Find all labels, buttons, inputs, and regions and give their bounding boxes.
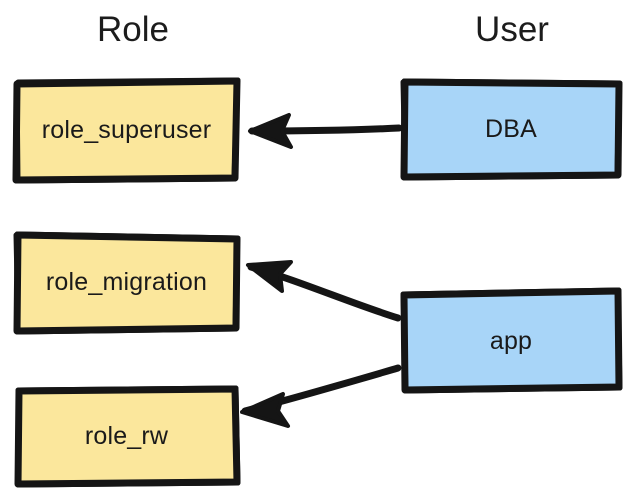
edge-dba-to-role-superuser xyxy=(248,113,403,149)
edge-app-to-role-migration xyxy=(246,260,402,322)
node-user-app[interactable]: app xyxy=(400,287,623,395)
column-header-role: Role xyxy=(97,10,169,49)
edge-app-to-role-rw xyxy=(240,364,402,428)
node-shape-role-migration xyxy=(13,231,241,335)
node-shape-role-rw xyxy=(14,385,241,488)
node-role-superuser[interactable]: role_superuser xyxy=(12,77,241,184)
node-shape-role-superuser xyxy=(12,77,241,184)
node-shape-app xyxy=(400,287,623,394)
column-header-user: User xyxy=(475,10,549,49)
node-user-dba[interactable]: DBA xyxy=(400,78,623,181)
node-role-rw[interactable]: role_rw xyxy=(13,385,241,488)
node-role-migration[interactable]: role_migration xyxy=(13,231,241,335)
node-shape-dba xyxy=(400,78,623,181)
